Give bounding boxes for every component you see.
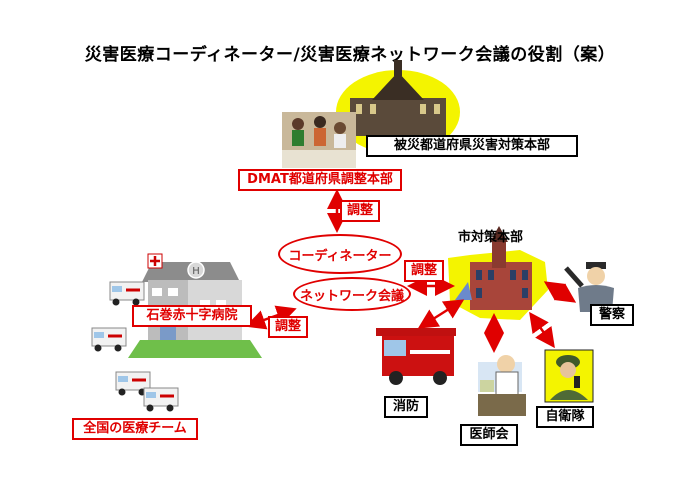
coordinator-label: コーディネーター — [288, 248, 392, 264]
network-meeting-ellipse: ネットワーク会議 — [293, 277, 411, 311]
medical-assoc-label: 医師会 — [460, 424, 518, 446]
city-building-icon — [448, 226, 548, 320]
fire-label: 消防 — [384, 396, 428, 418]
page-title: 災害医療コーディネーター/災害医療ネットワーク会議の役割（案） — [84, 45, 616, 65]
adjust-label-left: 調整 — [268, 316, 308, 338]
prefecture-building-icon — [336, 60, 460, 154]
meeting-photo-icon — [282, 112, 356, 168]
hospital-label: 石巻赤十字病院 — [132, 305, 252, 327]
fire-truck-icon — [376, 328, 456, 385]
soldier-icon — [544, 349, 594, 403]
coordinator-ellipse: コーディネーター — [278, 234, 402, 274]
dmat-hq-label: DMAT都道府県調整本部 — [238, 169, 402, 191]
network-meeting-label: ネットワーク会議 — [299, 288, 404, 304]
doctor-icon — [478, 355, 526, 416]
police-label: 警察 — [590, 304, 634, 326]
national-teams-label: 全国の医療チーム — [72, 418, 198, 440]
connection-arrows — [245, 189, 577, 353]
adjust-label-right: 調整 — [404, 260, 444, 282]
sdf-label: 自衛隊 — [536, 406, 594, 428]
arrow-city-police — [543, 281, 577, 303]
ambulance-icon — [91, 281, 179, 412]
arrow-city-sdf — [529, 311, 555, 349]
prefecture-hq-label: 被災都道府県災害対策本部 — [366, 135, 578, 157]
arrow-city-fire — [417, 299, 465, 329]
adjust-label-top: 調整 — [340, 200, 380, 222]
city-hq-label: 市対策本部 — [458, 230, 524, 245]
svg-text:H: H — [192, 266, 200, 277]
